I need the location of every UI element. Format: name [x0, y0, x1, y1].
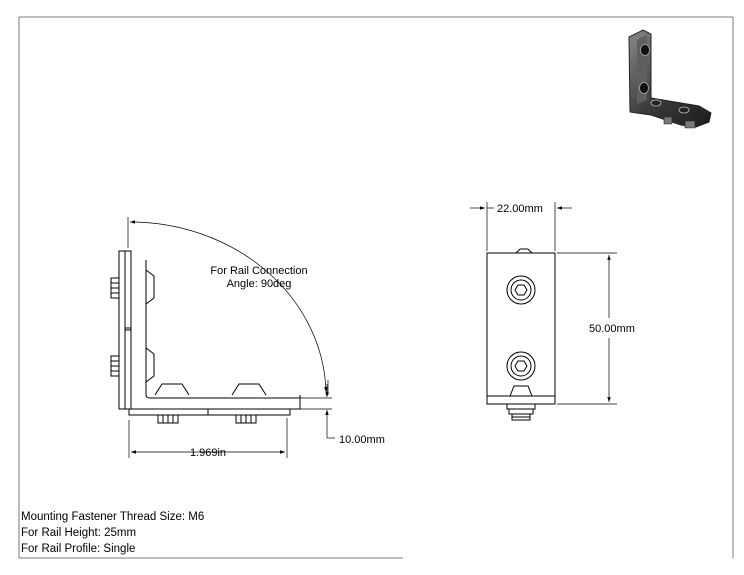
right-view	[486, 248, 556, 421]
angle-callout-line2: Angle: 90deg	[227, 278, 292, 290]
height-dimension	[557, 252, 617, 405]
top-width-dimension-label: 22.00mm	[497, 203, 543, 215]
note-rail-height: For Rail Height: 25mm	[21, 527, 137, 539]
height-dimension-label: 50.00mm	[589, 323, 635, 335]
note-rail-profile: For Rail Profile: Single	[21, 543, 136, 555]
width-dimension-label: 1.969in	[190, 447, 226, 459]
angle-callout-line1: For Rail Connection	[210, 265, 307, 277]
note-thread-size: Mounting Fastener Thread Size: M6	[21, 511, 205, 523]
isometric-view	[628, 29, 712, 129]
sheet-border	[18, 16, 734, 559]
angle-dimension	[127, 217, 329, 395]
drawing-notes: Mounting Fastener Thread Size: M6 For Ra…	[21, 509, 204, 557]
top-width-dimension	[470, 202, 572, 251]
thickness-dimension-label: 10.00mm	[339, 434, 385, 446]
width-dimension	[128, 418, 288, 458]
thickness-dimension	[291, 384, 335, 439]
